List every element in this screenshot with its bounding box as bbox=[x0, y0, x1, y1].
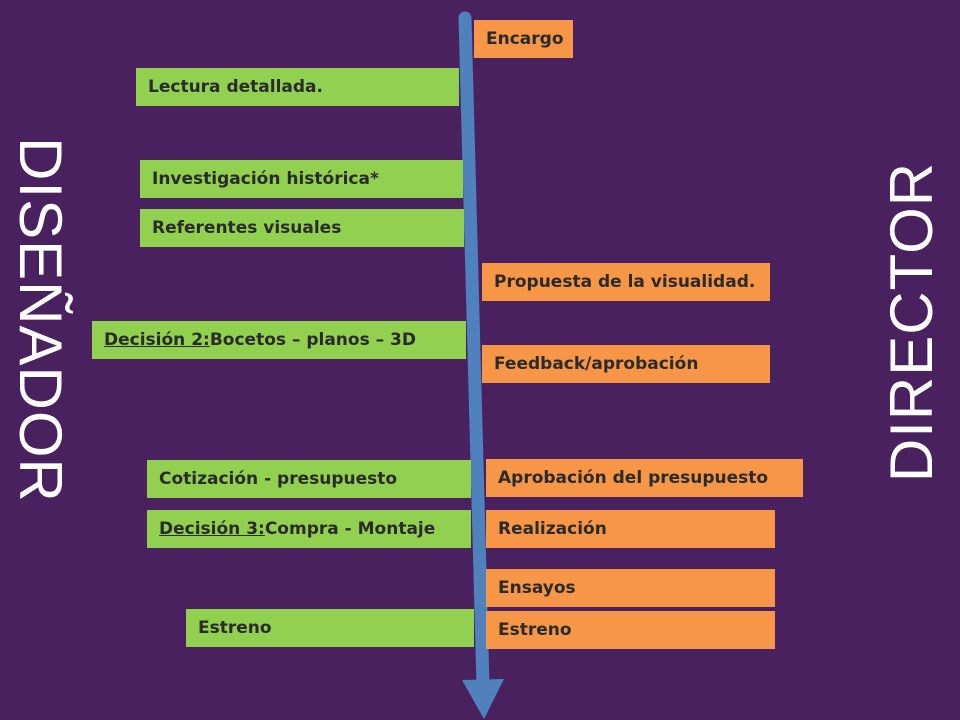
step-text: Cotización - presupuesto bbox=[159, 469, 398, 489]
step-text: Propuesta de la visualidad. bbox=[494, 272, 756, 292]
director-step-rehearsals: Ensayos bbox=[486, 569, 775, 607]
designer-step-historical-research: Investigación histórica* bbox=[140, 160, 463, 198]
step-text: Encargo bbox=[486, 29, 564, 49]
step-text: Bocetos – planos – 3D bbox=[209, 330, 416, 350]
director-step-premiere: Estreno bbox=[486, 611, 775, 649]
director-step-budget-approval: Aprobación del presupuesto bbox=[486, 459, 803, 497]
designer-step-quote-budget: Cotización - presupuesto bbox=[147, 460, 471, 498]
step-text: Ensayos bbox=[498, 578, 576, 598]
step-text: Feedback/aprobación bbox=[494, 354, 699, 374]
step-text: Estreno bbox=[198, 618, 272, 638]
designer-step-decision-3: Decisión 3: Compra - Montaje bbox=[147, 510, 471, 548]
director-step-commission: Encargo bbox=[474, 20, 573, 58]
timeline-arrowhead bbox=[462, 679, 504, 719]
step-text: Estreno bbox=[498, 620, 572, 640]
timeline-shaft bbox=[458, 11, 490, 693]
step-prefix: Decisión 2: bbox=[104, 330, 210, 350]
designer-step-decision-2: Decisión 2: Bocetos – planos – 3D bbox=[92, 321, 466, 359]
step-text: Aprobación del presupuesto bbox=[498, 468, 769, 488]
director-step-feedback: Feedback/aprobación bbox=[482, 345, 770, 383]
designer-step-visual-references: Referentes visuales bbox=[140, 209, 464, 247]
designer-step-premiere: Estreno bbox=[186, 609, 474, 647]
step-text: Referentes visuales bbox=[152, 218, 342, 238]
director-step-visual-proposal: Propuesta de la visualidad. bbox=[482, 263, 770, 301]
director-step-realization: Realización bbox=[486, 510, 775, 548]
step-text: Lectura detallada. bbox=[148, 77, 323, 97]
step-text: Investigación histórica* bbox=[152, 169, 379, 189]
step-prefix: Decisión 3: bbox=[159, 519, 265, 539]
step-text: Realización bbox=[498, 519, 607, 539]
step-text: Compra - Montaje bbox=[264, 519, 436, 539]
designer-step-reading: Lectura detallada. bbox=[136, 68, 459, 106]
